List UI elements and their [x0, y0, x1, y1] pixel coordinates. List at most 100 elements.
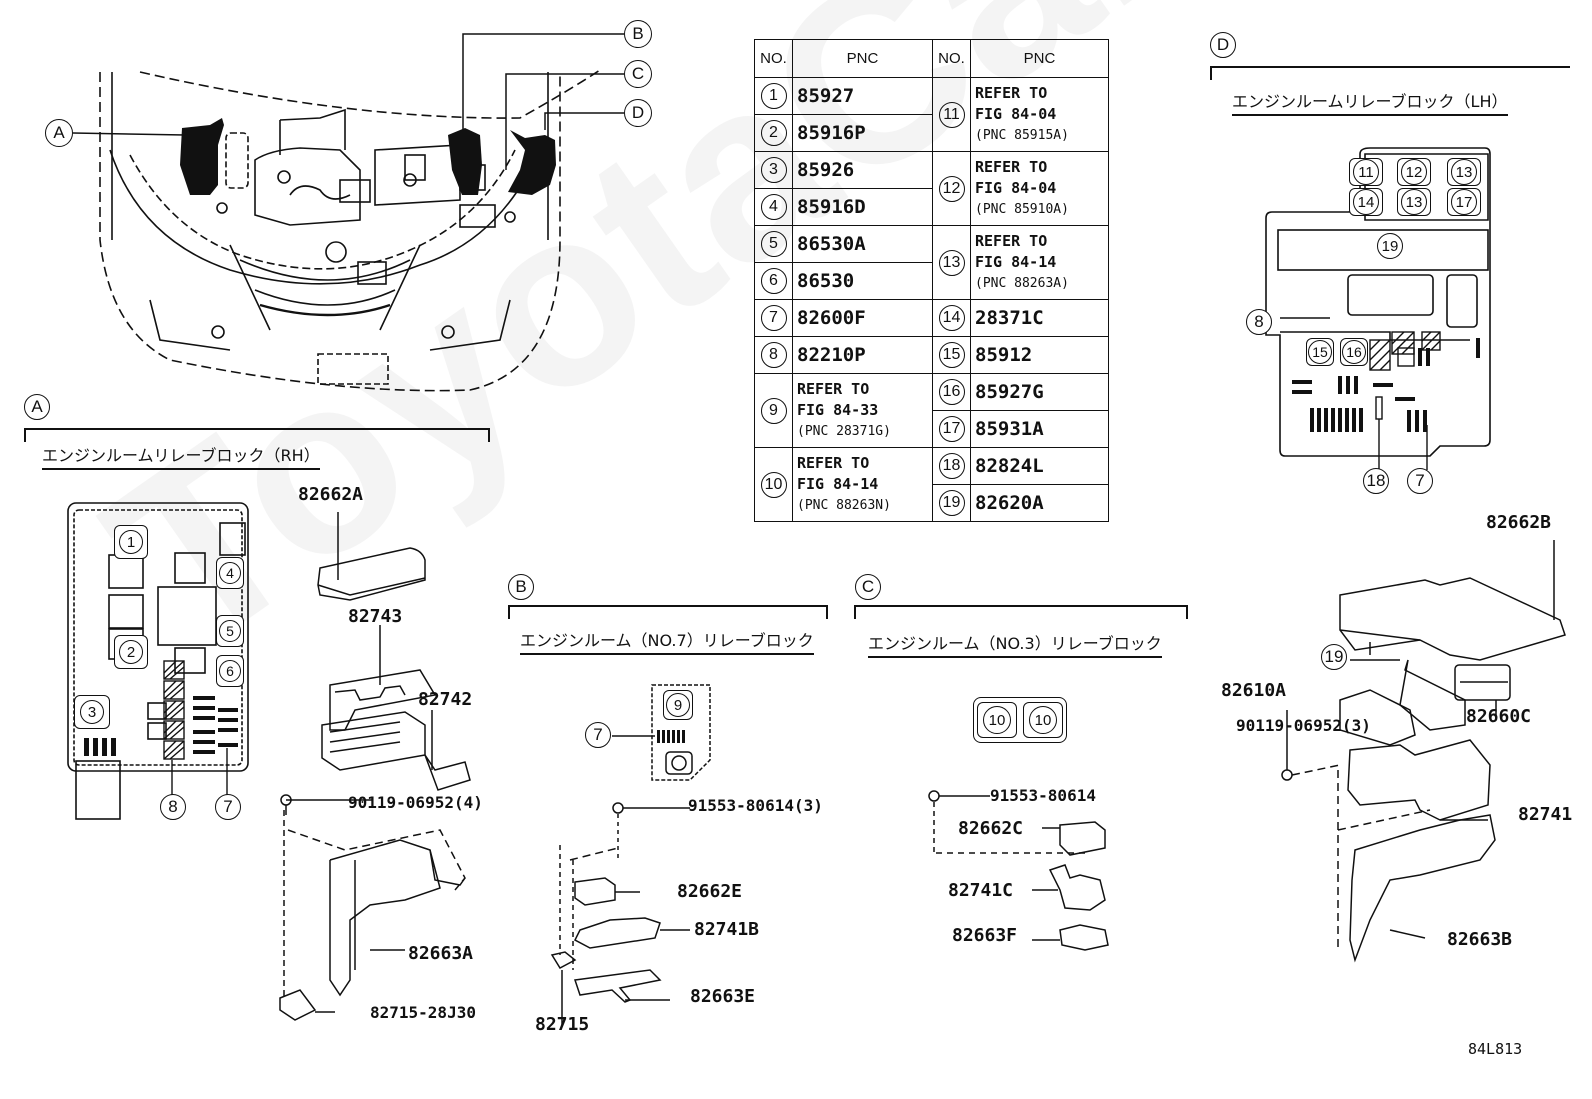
- pnc-table: NO. PNC NO. PNC 1 85927 11 REFER TO FIG …: [754, 39, 1109, 522]
- item-number: 16: [938, 379, 965, 405]
- section-a-title: エンジンルームリレーブロック（RH）: [42, 442, 320, 470]
- part-82741[interactable]: 82741: [1518, 804, 1573, 825]
- pnc-value: 86530A: [792, 225, 933, 263]
- pnc-value: 85927G: [970, 373, 1109, 411]
- section-b-title: エンジンルーム（NO.7）リレーブロック: [520, 627, 814, 655]
- callout-d: D: [624, 99, 652, 127]
- header-pnc-right: PNC: [970, 39, 1109, 78]
- relay-1: 1: [114, 525, 148, 559]
- section-b-callout: B: [508, 574, 534, 600]
- pnc-reference: REFER TO FIG 84-04 (PNC 85910A): [970, 151, 1109, 226]
- no3-exploded-parts: [928, 790, 1109, 951]
- pnc-reference: REFER TO FIG 84-14 (PNC 88263A): [970, 225, 1109, 300]
- item-number: 18: [938, 453, 965, 479]
- relay-13-top: 13: [1447, 158, 1481, 186]
- part-82715-28j30[interactable]: 82715-28J30: [370, 1003, 476, 1022]
- pnc-value: 85927: [792, 77, 933, 115]
- item-number: 14: [938, 305, 965, 331]
- leader-7: 7: [215, 794, 241, 820]
- rh-exploded-parts: [279, 512, 471, 1021]
- item-number: 2: [760, 120, 787, 146]
- section-a-callout: A: [24, 394, 50, 420]
- item-number: 6: [760, 268, 787, 294]
- pnc-value: 85916P: [792, 114, 933, 152]
- pnc-value: 85916D: [792, 188, 933, 226]
- no7-relay-block-diagram: [612, 684, 711, 781]
- pnc-value: 85926: [792, 151, 933, 189]
- relay-12: 12: [1397, 158, 1431, 186]
- part-82741c[interactable]: 82741C: [948, 880, 1014, 901]
- part-82662a[interactable]: 82662A: [298, 484, 364, 505]
- leader-8: 8: [160, 794, 186, 820]
- rh-relay-block-diagram: [67, 502, 249, 820]
- lh-relay-block-diagram: [1265, 147, 1491, 470]
- part-82741b[interactable]: 82741B: [694, 919, 760, 940]
- leader-8-d: 8: [1246, 309, 1272, 335]
- part-82663f[interactable]: 82663F: [952, 925, 1018, 946]
- item-number: 17: [938, 416, 965, 442]
- section-a-bracket: [24, 428, 490, 442]
- relay-16: 16: [1340, 338, 1368, 366]
- part-82662e[interactable]: 82662E: [677, 881, 743, 902]
- part-82715[interactable]: 82715: [535, 1014, 590, 1035]
- section-c-title: エンジンルーム（NO.3）リレーブロック: [868, 630, 1162, 658]
- part-82660c[interactable]: 82660C: [1466, 706, 1532, 727]
- pnc-reference: REFER TO FIG 84-14 (PNC 88263N): [792, 447, 933, 522]
- leader-7-b: 7: [585, 722, 611, 748]
- item-number: 4: [760, 194, 787, 220]
- no7-exploded-parts: [550, 802, 690, 1025]
- part-90119-06952-4[interactable]: 90119-06952(4): [348, 793, 483, 812]
- part-19-callout[interactable]: 19: [1321, 644, 1347, 670]
- pnc-value: 82620A: [970, 484, 1109, 522]
- item-number: 1: [760, 83, 787, 109]
- item-number: 10: [760, 471, 787, 498]
- lh-exploded-parts: [1281, 540, 1566, 963]
- part-90119-06952-3[interactable]: 90119-06952(3): [1236, 716, 1371, 735]
- item-number: 3: [760, 157, 787, 183]
- callout-a: A: [45, 119, 73, 147]
- header-no-right: NO.: [932, 39, 971, 78]
- relay-5: 5: [216, 615, 244, 647]
- pnc-value: 85931A: [970, 410, 1109, 448]
- item-number: 9: [760, 397, 787, 424]
- part-82610a[interactable]: 82610A: [1221, 680, 1287, 701]
- relay-10-a: 10: [977, 702, 1017, 738]
- section-d-bracket: [1210, 66, 1570, 80]
- part-82663a[interactable]: 82663A: [408, 943, 474, 964]
- part-82742[interactable]: 82742: [418, 689, 473, 710]
- engine-bay-overview: [99, 69, 601, 392]
- relay-3: 3: [74, 695, 110, 729]
- pnc-reference: REFER TO FIG 84-04 (PNC 85915A): [970, 77, 1109, 152]
- pnc-value: 82210P: [792, 336, 933, 374]
- relay-10-b: 10: [1023, 702, 1063, 738]
- relay-17: 17: [1447, 188, 1481, 216]
- part-82663b[interactable]: 82663B: [1447, 929, 1513, 950]
- relay-19: 19: [1377, 233, 1403, 259]
- header-pnc-left: PNC: [792, 39, 933, 78]
- pnc-value: 85912: [970, 336, 1109, 374]
- item-number: 12: [938, 175, 965, 202]
- item-number: 15: [938, 342, 965, 368]
- relay-15: 15: [1306, 338, 1334, 366]
- part-82663e[interactable]: 82663E: [690, 986, 756, 1007]
- item-number: 5: [760, 231, 787, 257]
- header-no-left: NO.: [754, 39, 793, 78]
- item-number: 19: [938, 490, 965, 516]
- section-d-callout: D: [1210, 32, 1236, 58]
- pnc-reference: REFER TO FIG 84-33 (PNC 28371G): [792, 373, 933, 448]
- section-c-callout: C: [855, 574, 881, 600]
- part-91553-80614-3[interactable]: 91553-80614(3): [688, 796, 823, 815]
- item-number: 7: [760, 305, 787, 331]
- part-82743[interactable]: 82743: [348, 606, 403, 627]
- part-91553-80614[interactable]: 91553-80614: [990, 786, 1096, 805]
- pnc-value: 28371C: [970, 299, 1109, 337]
- callout-c: C: [624, 60, 652, 88]
- relay-6: 6: [216, 655, 244, 687]
- relay-9: 9: [663, 690, 693, 720]
- section-d-title: エンジンルームリレーブロック（LH）: [1232, 88, 1508, 116]
- part-82662b[interactable]: 82662B: [1486, 512, 1552, 533]
- pnc-value: 86530: [792, 262, 933, 300]
- overview-leader-lines: [72, 33, 624, 170]
- relay-13-bottom: 13: [1397, 188, 1431, 216]
- part-82662c[interactable]: 82662C: [958, 818, 1024, 839]
